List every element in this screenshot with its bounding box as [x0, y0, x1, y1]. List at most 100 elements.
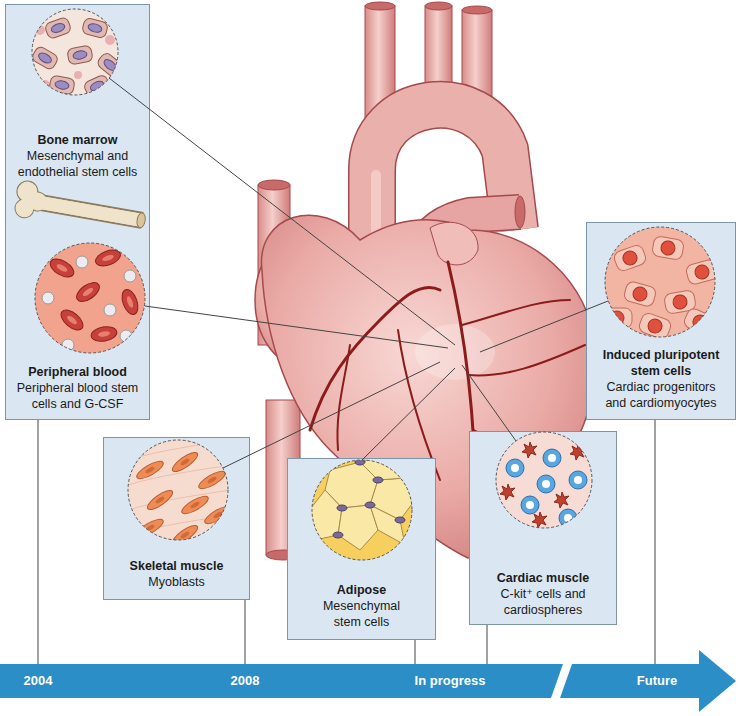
- source-heading: Bone marrow: [10, 132, 145, 148]
- ips-cells: [660, 240, 676, 256]
- ips-cells: [621, 249, 639, 267]
- cardiac-cells: [554, 492, 569, 508]
- timeline-label: Future: [597, 672, 717, 689]
- adipocyte-cells: [395, 517, 405, 523]
- bone-marrow-cells: [96, 51, 125, 79]
- bone-marrow-cells: [54, 80, 69, 90]
- cardiac-cells: [564, 514, 572, 522]
- peripheral-blood-cells: [66, 314, 78, 326]
- source-heading: Adipose: [314, 582, 409, 598]
- peripheral-blood-cells: [124, 270, 136, 282]
- bone-marrow-cells: [89, 79, 105, 92]
- ips-cells: [637, 311, 672, 340]
- myoblast-cells: [128, 490, 230, 510]
- bone-marrow-cells: [49, 75, 75, 95]
- ips-cells: [682, 307, 718, 338]
- peripheral-blood-cells: [119, 287, 141, 316]
- bone-marrow-cells: [31, 45, 60, 71]
- cardiac-cells: [537, 475, 555, 493]
- ips-cells: [682, 307, 718, 338]
- timeline-label: 2008: [185, 672, 305, 689]
- myoblast-cells: [180, 457, 190, 466]
- myoblast-cells: [190, 501, 201, 509]
- coronary-arteries: [337, 345, 350, 450]
- ips-cells: [651, 236, 684, 261]
- myoblast-cells: [135, 458, 166, 482]
- year-slot: 2008: [185, 672, 305, 689]
- peripheral-blood-cells: [90, 325, 118, 343]
- cardiac-cells: [548, 454, 556, 462]
- peripheral-blood-cells: [73, 279, 102, 305]
- adipocyte-cells: [365, 502, 375, 508]
- coronary-arteries: [310, 287, 440, 430]
- bone-marrow-cells: [67, 45, 93, 65]
- source-heading: Peripheral blood: [10, 364, 145, 380]
- bone-marrow-cells: [67, 45, 93, 65]
- cardiac-cells: [543, 449, 561, 467]
- cardiac-cells: [496, 432, 592, 528]
- leader-lines: [145, 306, 448, 348]
- adipocyte-cells: [333, 459, 405, 538]
- myoblast-cells: [135, 458, 166, 482]
- source-description: Peripheral blood stem cells and G-CSF: [10, 380, 145, 412]
- bone-marrow-cells: [81, 17, 108, 39]
- timeline-connector: [487, 625, 488, 664]
- peripheral-blood-cells: [35, 243, 145, 353]
- timeline-connector: [245, 600, 246, 664]
- timeline-label: 2004: [0, 672, 98, 689]
- source-heading: Induced pluripotent stem cells: [596, 347, 726, 379]
- bone-marrow-cells: [44, 16, 72, 39]
- text-group: Peripheral bloodPeripheral blood stem ce…: [10, 364, 145, 412]
- bone-marrow-cells: [31, 9, 125, 98]
- myoblast-cells: [128, 440, 228, 540]
- source-description: Mesenchymal and endothelial stem cells: [10, 148, 145, 180]
- coronary-arteries: [462, 300, 570, 325]
- great-vessels: [365, 2, 395, 10]
- cardiac-cells: [542, 480, 550, 488]
- ips-cells: [602, 308, 632, 328]
- peripheral-blood-cells: [58, 306, 87, 333]
- leader-lines: [462, 365, 516, 441]
- myoblast-cells: [145, 524, 156, 532]
- text-group: Induced pluripotent stem cellsCardiac pr…: [596, 347, 726, 411]
- ips-cells: [610, 311, 624, 325]
- peripheral-blood-cells: [62, 339, 74, 351]
- peripheral-blood-cells: [56, 263, 69, 273]
- year-slot: 2004: [0, 672, 98, 689]
- myoblast-cells: [170, 522, 200, 547]
- bone-marrow-cells: [40, 80, 50, 90]
- myoblast-cells: [197, 468, 228, 492]
- coronary-arteries: [310, 262, 585, 520]
- source-description: C-kit⁺ cells and cardiospheres: [483, 586, 603, 618]
- cardiac-cells: [496, 432, 592, 528]
- peripheral-blood-cells: [98, 330, 111, 337]
- myoblast-cells: [197, 468, 228, 492]
- cardiac-cells: [522, 442, 537, 458]
- bone-marrow-cells: [102, 57, 118, 72]
- cardiac-cells: [511, 464, 519, 472]
- myoblast-cells: [145, 487, 175, 512]
- bone-marrow-cells: [31, 16, 125, 98]
- great-vessels: [462, 6, 492, 14]
- myoblast-cells: [203, 503, 234, 527]
- cardiac-cells: [496, 432, 592, 528]
- adipocyte-cells: [370, 505, 405, 545]
- ips-cells: [623, 280, 657, 307]
- peripheral-blood-cells: [82, 287, 95, 298]
- ips-cells: [602, 236, 719, 341]
- heart-body: [415, 324, 495, 380]
- timeline-band: 20042008In progressFuture: [0, 664, 700, 698]
- myoblast-cells: [128, 440, 233, 548]
- source-description: Cardiac progenitors and cardiomyocytes: [596, 379, 726, 411]
- year-slot: In progress: [390, 672, 510, 689]
- leader-lines: [109, 78, 455, 345]
- myoblast-cells: [135, 516, 166, 540]
- leader-lines: [109, 78, 608, 468]
- text-group: Bone marrowMesenchymal and endothelial s…: [10, 132, 145, 180]
- myoblast-cells: [170, 522, 200, 547]
- timeline-break: [551, 664, 572, 698]
- peripheral-blood-cells: [104, 304, 116, 316]
- source-description: Myoblasts: [109, 574, 244, 590]
- myoblast-cells: [180, 493, 211, 517]
- myoblast-cells: [145, 466, 156, 474]
